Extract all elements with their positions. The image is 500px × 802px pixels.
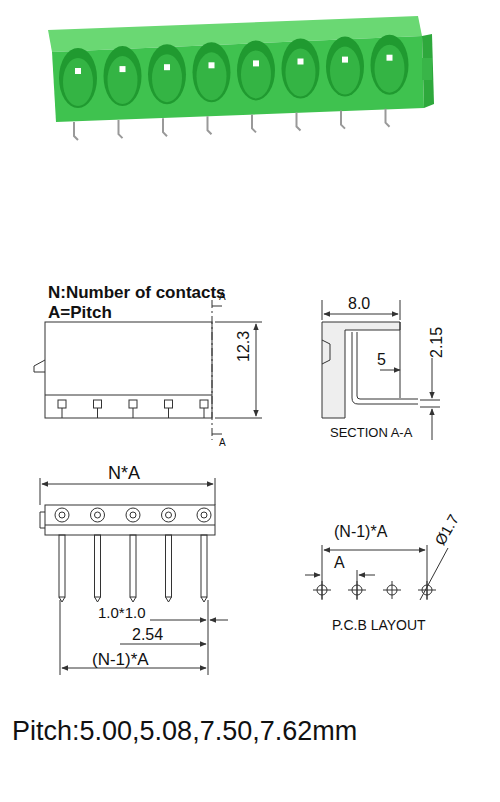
view-title: P.C.B LAYOUT [332,618,426,632]
dimension: (N-1)*A [92,651,149,668]
dimension: A [334,555,345,571]
dimension: 2.15 [429,327,445,358]
dimension: N*A [108,464,140,482]
front-view [34,300,262,440]
section-view [322,300,440,440]
note: N:Number of contacts [48,284,226,301]
dimension: 12.3 [236,331,252,362]
pcb-layout [305,545,448,600]
note: A=Pitch [48,304,112,321]
dimension: 1.0*1.0 [98,605,146,620]
dimension: (N-1)*A [334,524,387,540]
section-mark: A [219,292,226,302]
bottom-view [40,478,228,675]
connector-photo [48,16,434,140]
dimension: 2.54 [132,627,163,643]
view-title: SECTION A-A [330,426,412,439]
caption: Pitch:5.00,5.08,7.50,7.62mm [12,718,357,745]
dimension: 5 [377,352,386,368]
section-mark: A [219,438,226,448]
dimension: Ø1.7 [432,512,461,548]
dimension: 8.0 [348,296,370,312]
